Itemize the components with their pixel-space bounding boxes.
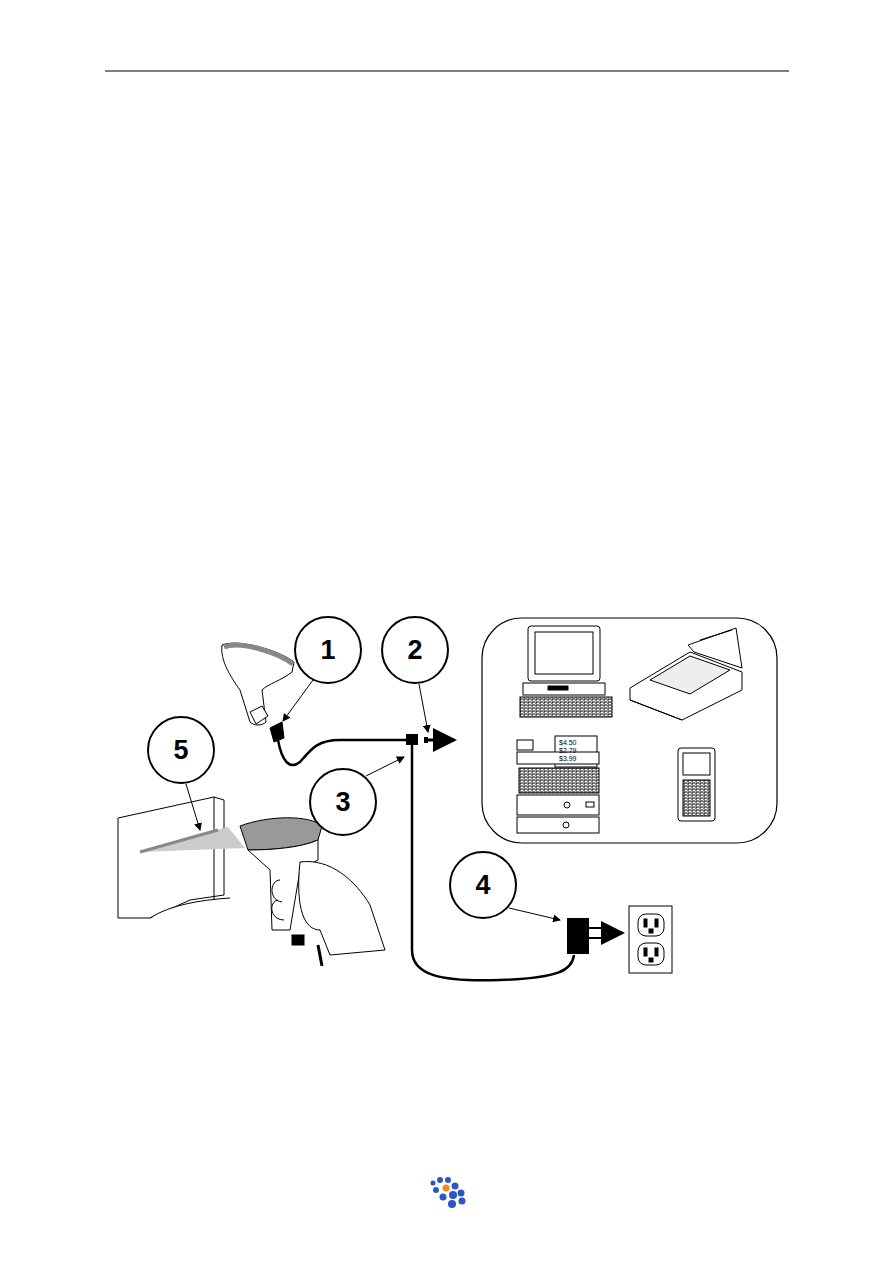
printer [630,628,742,720]
cable [278,740,407,765]
callout-number: 5 [173,737,188,764]
callout-circle: 1 [294,616,362,684]
power-adapter [567,918,589,954]
scanner [222,643,294,742]
callout-number: 2 [407,637,422,664]
host-group [482,618,777,843]
pos-terminal [517,736,599,833]
header-rule [105,71,789,72]
pc [520,626,612,717]
callout-circle: 3 [309,768,377,836]
leader-lines [186,680,560,920]
callout-number: 3 [335,789,350,816]
price-display: $4.50 [559,739,577,747]
price-display: $3.99 [559,755,577,763]
logo [431,1177,466,1208]
host-arrow [426,739,454,742]
callout-circle: 5 [147,716,215,784]
callout-circle: 2 [381,616,449,684]
price-display: $2.79 [559,747,577,755]
scan-beam [140,827,245,852]
outlet [629,906,672,973]
callout-circle: 4 [449,851,517,919]
callout-number: 4 [475,872,490,899]
connector [406,734,418,745]
power-cable [412,745,574,980]
handheld-terminal [678,748,715,821]
callout-number: 1 [320,637,335,664]
hand-scanner [150,818,385,966]
